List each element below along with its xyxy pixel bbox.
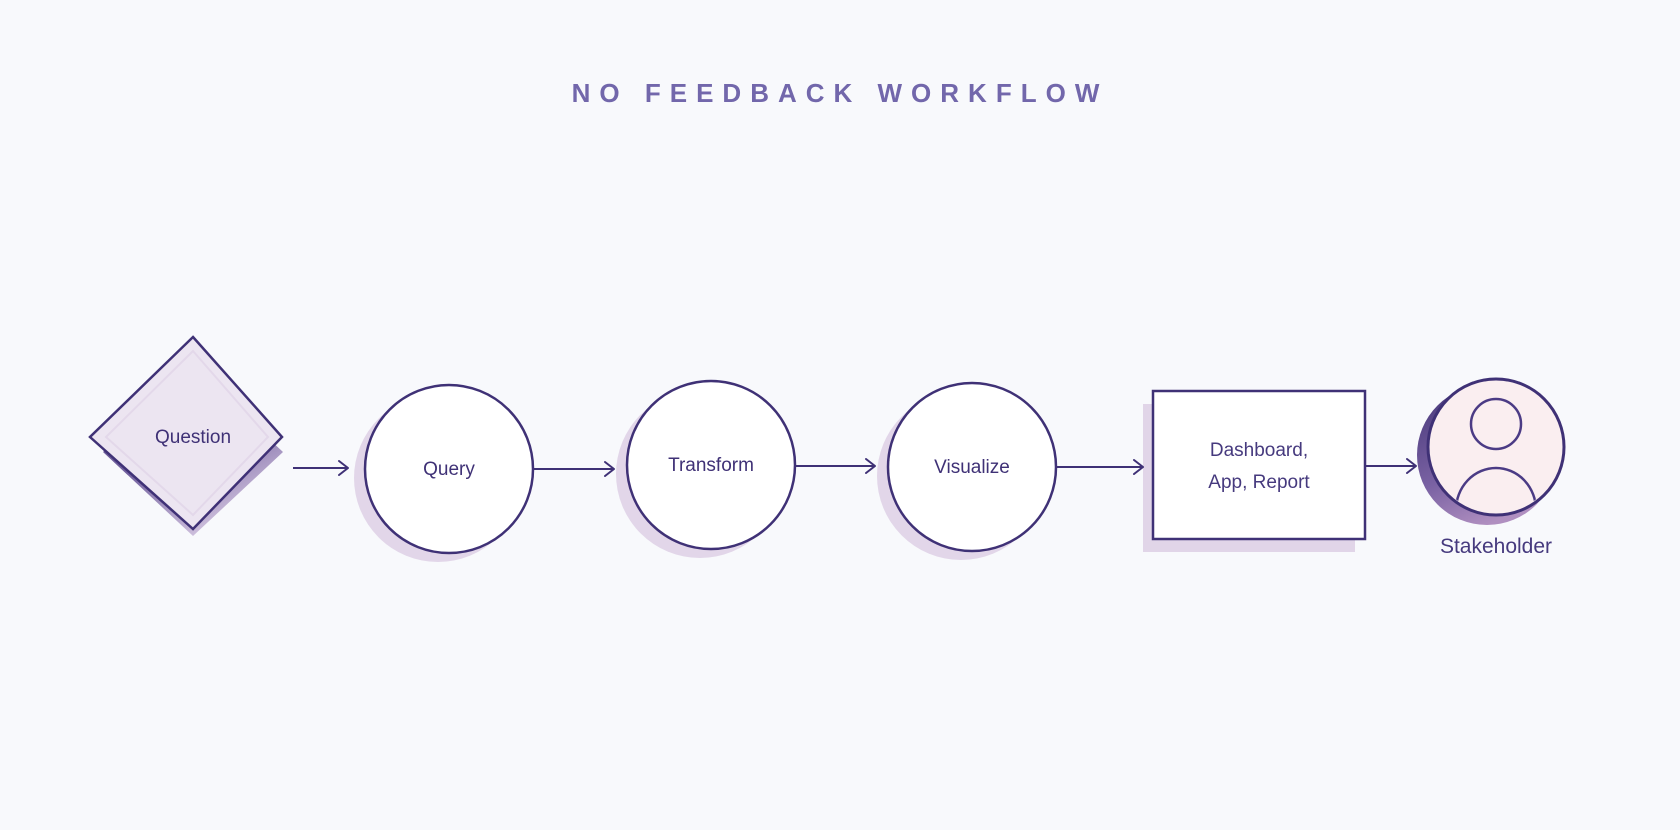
transform-label: Transform xyxy=(668,455,754,476)
node-query[interactable]: Query xyxy=(354,383,535,562)
visualize-label: Visualize xyxy=(934,457,1010,478)
edge-transform-to-visualize xyxy=(795,458,876,474)
question-inner-line xyxy=(104,349,270,517)
dashboard-label-line1: Dashboard, xyxy=(1210,440,1308,461)
stakeholder-label: Stakeholder xyxy=(1440,535,1552,558)
edge-dashboard-to-stakeholder xyxy=(1365,458,1417,474)
query-label: Query xyxy=(423,459,475,480)
page-title: NO FEEDBACK WORKFLOW xyxy=(571,78,1109,108)
node-transform[interactable]: Transform xyxy=(616,379,797,558)
edge-visualize-to-dashboard xyxy=(1056,459,1144,475)
dashboard-shape xyxy=(1151,389,1367,541)
dashboard-label-line2: App, Report xyxy=(1208,472,1310,493)
edge-question-to-query xyxy=(293,460,349,476)
node-dashboard[interactable]: Dashboard, App, Report xyxy=(1143,389,1367,552)
avatar-icon xyxy=(1426,377,1566,517)
node-visualize[interactable]: Visualize xyxy=(877,381,1058,560)
edge-query-to-transform xyxy=(533,461,615,477)
node-question[interactable]: Question xyxy=(88,335,293,560)
question-shape xyxy=(88,335,284,531)
question-label: Question xyxy=(155,427,231,448)
node-stakeholder[interactable]: Stakeholder xyxy=(1417,377,1566,558)
